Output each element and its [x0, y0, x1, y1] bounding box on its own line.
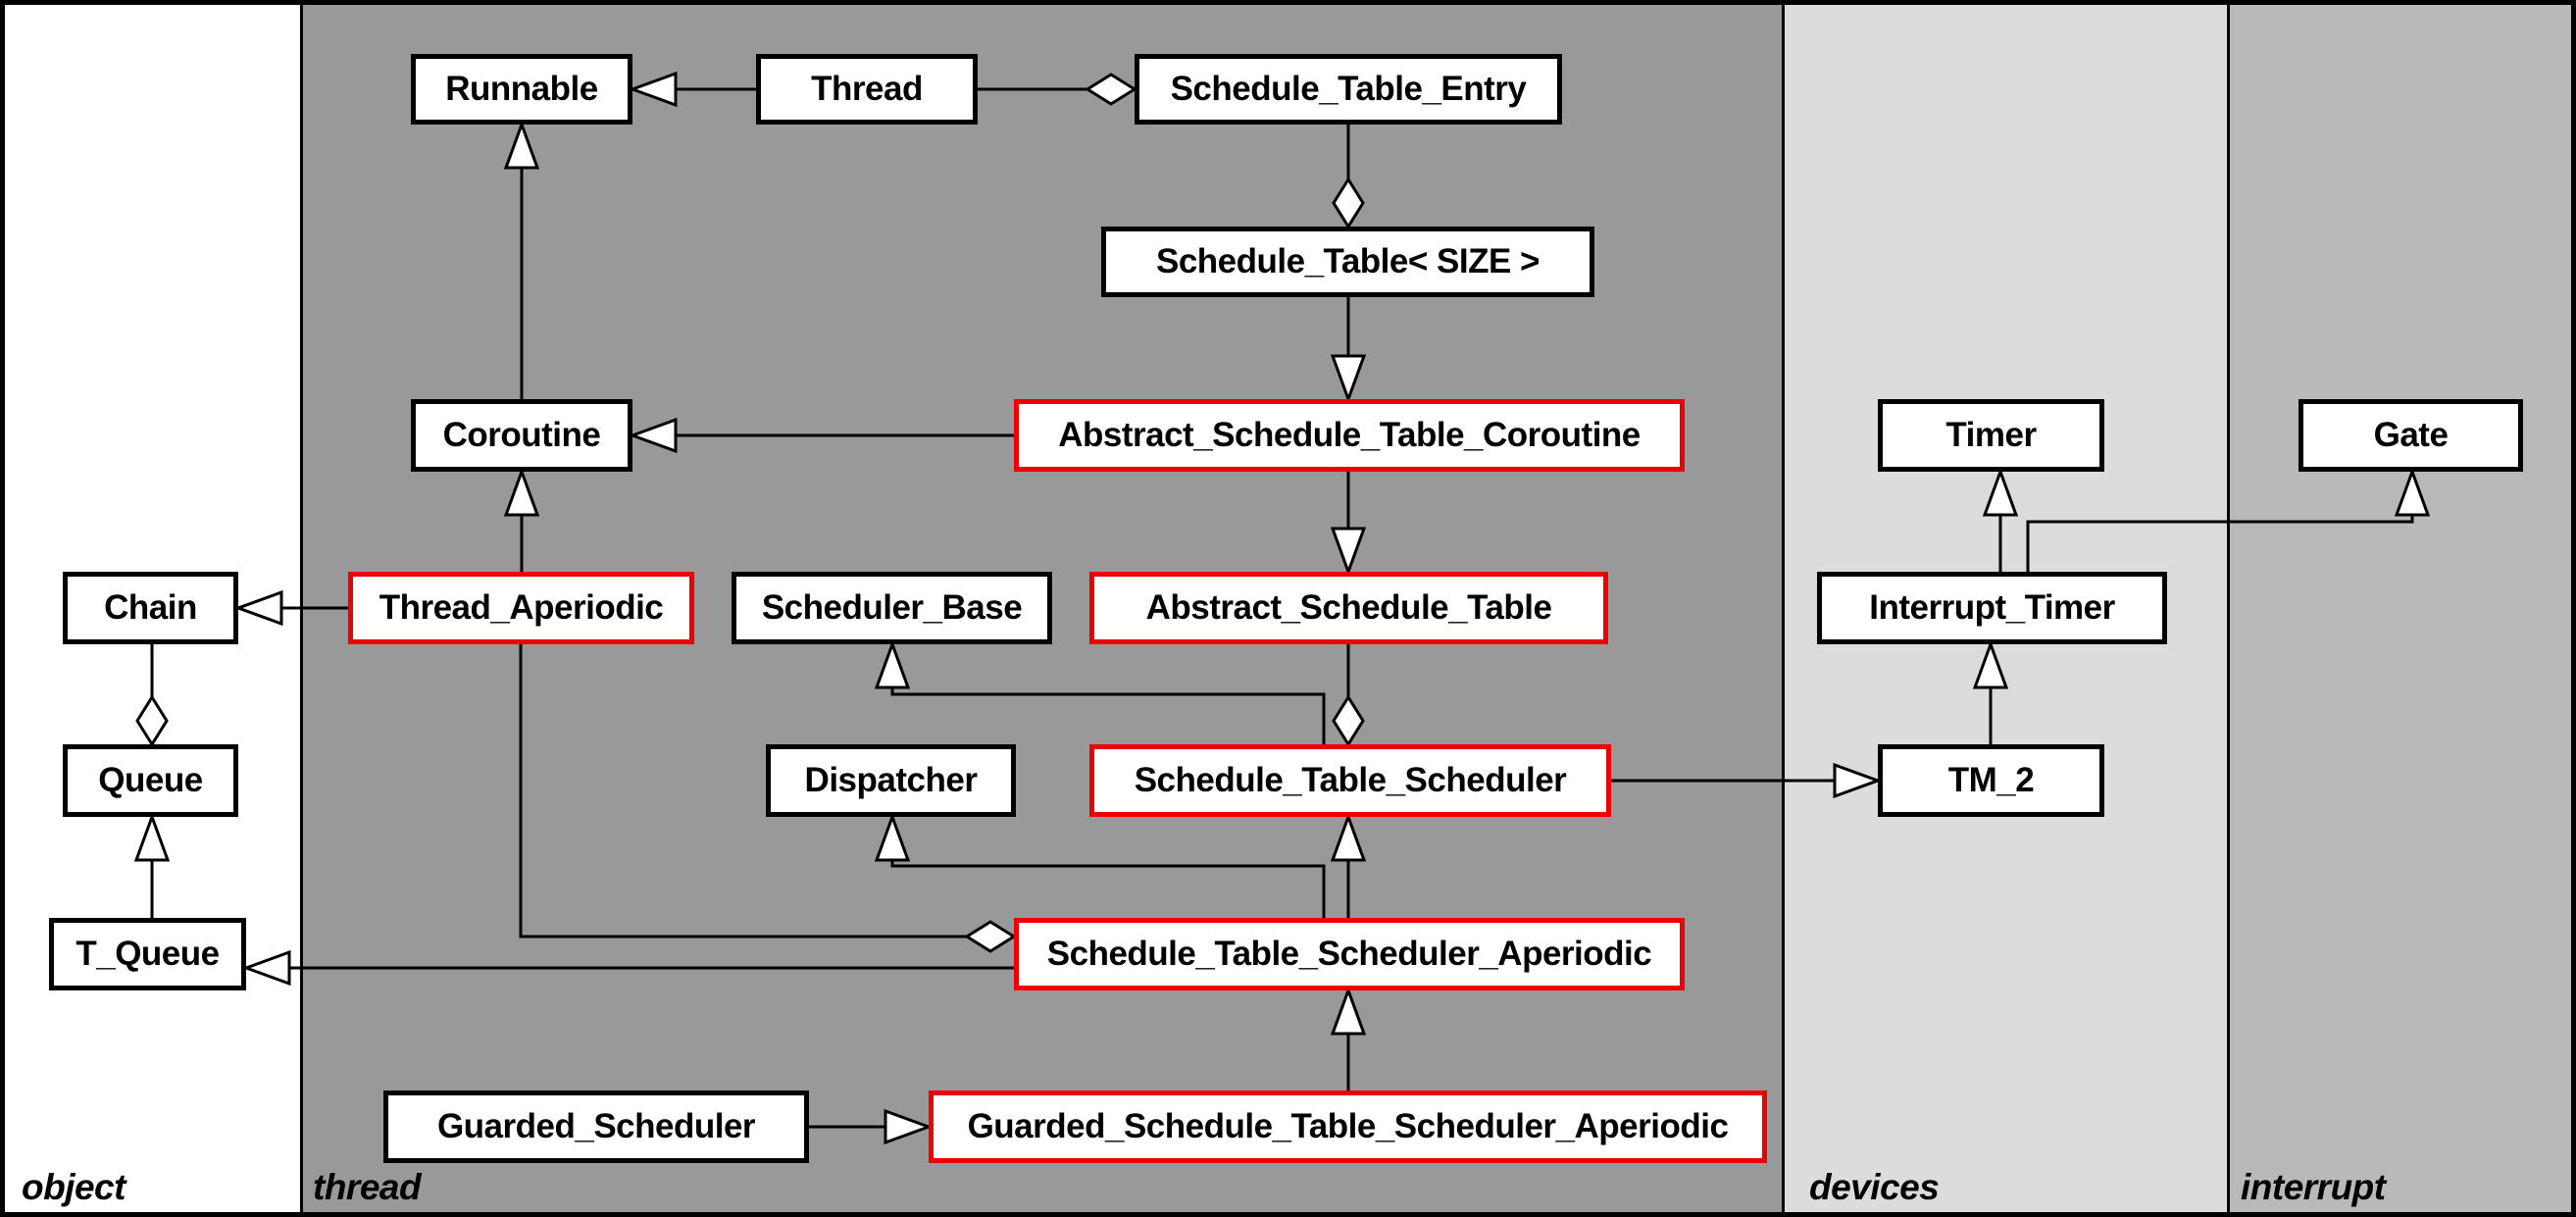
class-box-tm_2: TM_2	[1878, 744, 2104, 817]
edge-chain-queue-aggregation	[135, 644, 169, 747]
class-box-gate: Gate	[2298, 399, 2523, 472]
class-box-schedule_table_scheduler_aperiodic: Schedule_Table_Scheduler_Aperiodic	[1014, 918, 1685, 990]
lane-interrupt	[2228, 0, 2576, 1217]
inheritance-triangle-icon	[1982, 467, 2019, 517]
class-box-dispatcher: Dispatcher	[766, 744, 1016, 817]
edge-guarded_schedule_table_scheduler_aperiodic-schedule_table_scheduler_aperiodic-inheritance	[1330, 986, 1367, 1090]
inheritance-triangle-icon	[241, 949, 291, 987]
class-box-guarded_scheduler: Guarded_Scheduler	[383, 1090, 809, 1163]
edge-schedule_table_scheduler_aperiodic-schedule_table_scheduler-inheritance	[1330, 812, 1367, 918]
class-box-abstract_schedule_table_coroutine: Abstract_Schedule_Table_Coroutine	[1014, 399, 1685, 472]
inheritance-triangle-icon	[1330, 986, 1367, 1036]
class-box-t_queue: T_Queue	[49, 918, 246, 990]
edge-abstract_schedule_table-schedule_table_scheduler-aggregation	[1332, 644, 1365, 747]
edge-schedule_table_scheduler_aperiodic-dispatcher-inheritance	[874, 812, 1326, 918]
lane-label-devices: devices	[1809, 1167, 1940, 1207]
class-box-schedule_table: Schedule_Table< SIZE >	[1101, 227, 1594, 297]
lane-separator	[1782, 0, 1785, 1217]
edge-guarded_scheduler-guarded_schedule_table_scheduler_aperiodic-inheritance	[809, 1108, 934, 1145]
class-box-thread_aperiodic: Thread_Aperiodic	[348, 572, 694, 644]
edge-thread-schedule_table_entry-aggregation	[978, 73, 1137, 106]
lane-label-thread: thread	[313, 1167, 422, 1207]
edge-interrupt_timer-gate-inheritance	[2026, 467, 2431, 572]
edge-thread_aperiodic-chain-inheritance	[233, 589, 348, 627]
class-box-queue: Queue	[63, 744, 238, 817]
edge-thread-runnable-inheritance	[628, 71, 756, 108]
inheritance-triangle-icon	[1833, 762, 1883, 799]
aggregation-diamond-icon	[1085, 73, 1137, 106]
edge-tm_2-interrupt_timer-inheritance	[1972, 639, 2009, 744]
inheritance-triangle-icon	[1330, 527, 1367, 577]
edge-schedule_table-abstract_schedule_table_coroutine-inheritance	[1330, 297, 1367, 404]
aggregation-diamond-icon	[964, 920, 1017, 953]
class-box-runnable: Runnable	[411, 54, 632, 125]
edge-abstract_schedule_table_coroutine-abstract_schedule_table-inheritance	[1330, 472, 1367, 577]
class-box-guarded_schedule_table_scheduler_aperiodic: Guarded_Schedule_Table_Scheduler_Aperiod…	[929, 1090, 1767, 1163]
class-box-schedule_table_scheduler: Schedule_Table_Scheduler	[1089, 744, 1611, 817]
edge-t_queue-queue-inheritance	[133, 812, 171, 918]
inheritance-triangle-icon	[1972, 639, 2009, 689]
inheritance-triangle-icon	[874, 812, 911, 862]
inheritance-triangle-icon	[874, 639, 911, 689]
class-box-abstract_schedule_table: Abstract_Schedule_Table	[1089, 572, 1608, 644]
class-box-thread: Thread	[756, 54, 978, 125]
inheritance-triangle-icon	[628, 417, 678, 454]
aggregation-diamond-icon	[135, 694, 169, 747]
inheritance-triangle-icon	[233, 589, 283, 627]
inheritance-triangle-icon	[503, 120, 540, 170]
edge-abstract_schedule_table_coroutine-coroutine-inheritance	[628, 417, 1014, 454]
edge-schedule_table_scheduler-scheduler_base-inheritance	[874, 639, 1326, 744]
class-box-schedule_table_entry: Schedule_Table_Entry	[1135, 54, 1562, 125]
inheritance-triangle-icon	[1330, 354, 1367, 404]
edge-thread_aperiodic-coroutine-inheritance	[503, 467, 540, 572]
class-box-interrupt_timer: Interrupt_Timer	[1817, 572, 2167, 644]
edge-schedule_table_scheduler-tm_2-inheritance	[1611, 762, 1883, 799]
edge-schedule_table_scheduler_aperiodic-t_queue-inheritance	[241, 949, 1014, 987]
class-box-coroutine: Coroutine	[411, 399, 632, 472]
edge-schedule_table_entry-schedule_table-aggregation	[1332, 125, 1365, 229]
inheritance-triangle-icon	[1330, 812, 1367, 862]
inheritance-triangle-icon	[2394, 467, 2431, 517]
inheritance-triangle-icon	[503, 467, 540, 517]
lane-label-object: object	[22, 1167, 126, 1207]
edge-coroutine-runnable-inheritance	[503, 120, 540, 399]
inheritance-triangle-icon	[133, 812, 171, 862]
class-box-chain: Chain	[63, 572, 238, 644]
aggregation-diamond-icon	[1332, 694, 1365, 747]
class-box-timer: Timer	[1878, 399, 2104, 472]
edge-thread_aperiodic-schedule_table_scheduler_aperiodic-aggregation	[519, 644, 1017, 953]
aggregation-diamond-icon	[1332, 177, 1365, 229]
lane-label-interrupt: interrupt	[2241, 1167, 2386, 1207]
inheritance-triangle-icon	[884, 1108, 934, 1145]
edge-interrupt_timer-timer-inheritance	[1982, 467, 2019, 572]
class-box-scheduler_base: Scheduler_Base	[732, 572, 1052, 644]
inheritance-triangle-icon	[628, 71, 678, 108]
lane-separator	[2227, 0, 2230, 1217]
